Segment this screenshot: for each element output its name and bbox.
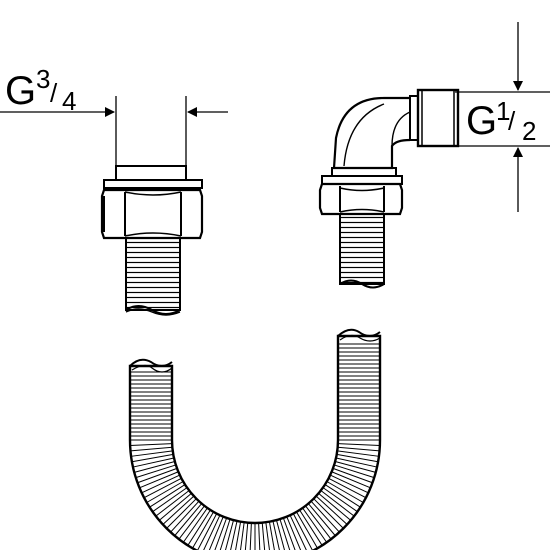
u-shaped-hose: [128, 328, 382, 550]
label-g-right: G: [466, 99, 497, 143]
hose-ribs: [130, 343, 380, 550]
label-slash-left: /: [50, 78, 58, 108]
label-slash-right: /: [508, 106, 516, 136]
label-den-left: 4: [62, 86, 76, 116]
left-straight-fitting: [100, 165, 204, 316]
label-den-right: 2: [522, 116, 536, 146]
label-g-left: G: [5, 69, 36, 113]
dimension-g-half: G 1 / 2: [455, 22, 550, 212]
label-num-left: 3: [36, 64, 50, 94]
label-num-right: 1: [496, 96, 510, 126]
dimension-g-three-quarter: G 3 / 4: [0, 64, 228, 180]
right-elbow-fitting: [318, 88, 460, 289]
